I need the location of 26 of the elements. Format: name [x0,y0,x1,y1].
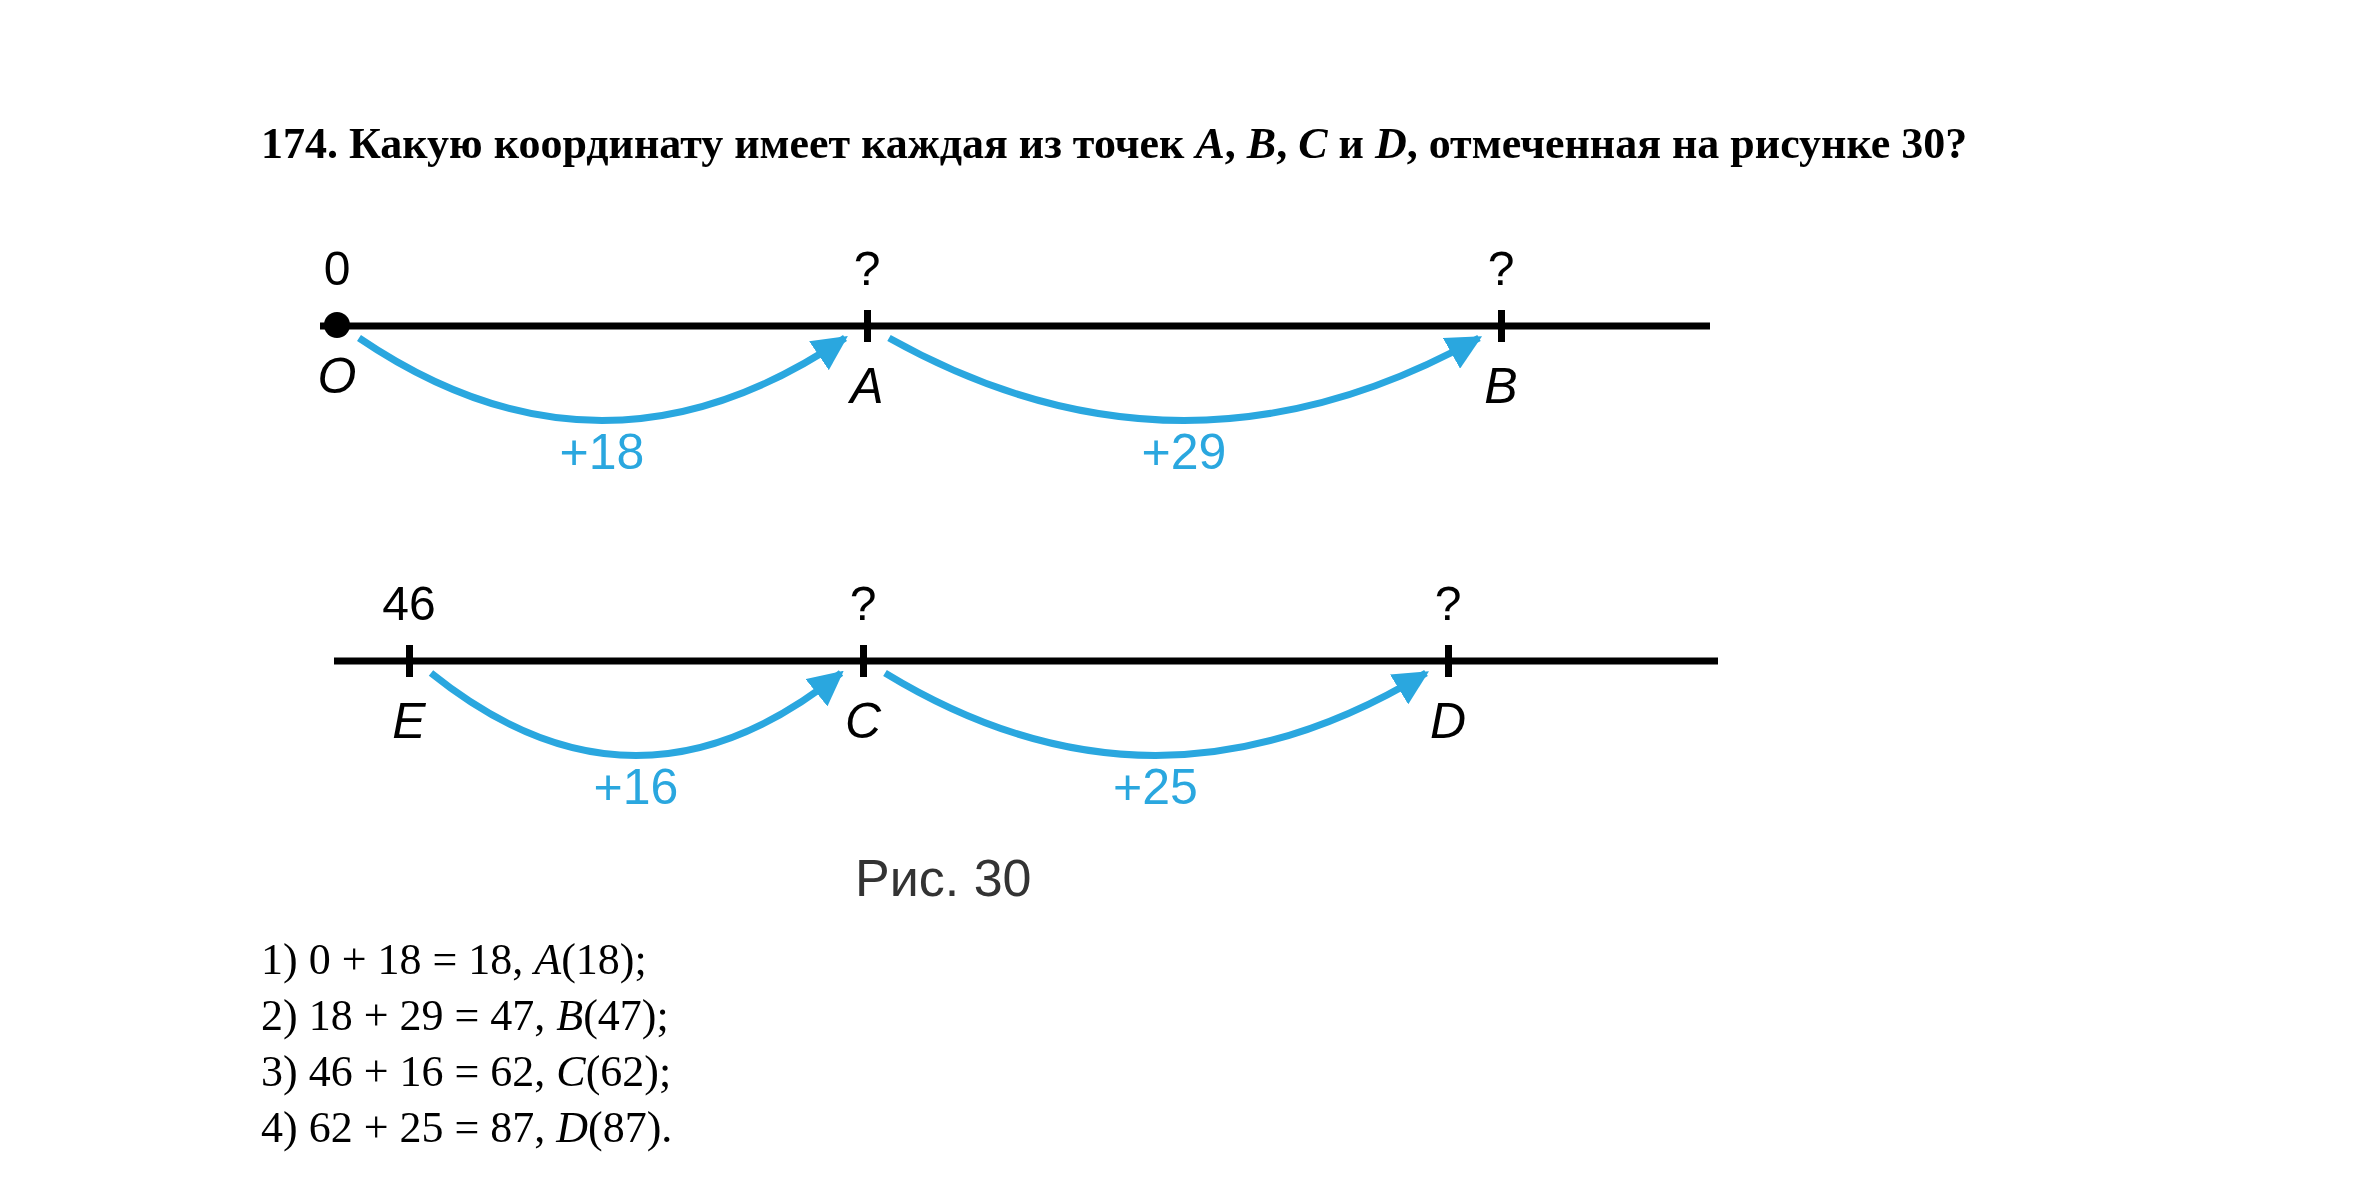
point-letter: B [1484,358,1518,414]
point-letter: O [317,348,357,404]
point-letter: C [844,693,882,749]
arc-arrow [357,335,848,424]
point-letter: E [392,693,426,749]
solution-line: 1) 0 + 18 = 18, A(18); [261,934,648,986]
coordinate-label: 0 [323,242,351,296]
edge-label: +25 [1113,759,1198,815]
problem-text: 174. Какую координату имеет каждая из точек A, B, C и D, отмеченная на рисунке 30? [261,118,1969,170]
solution-line: 4) 62 + 25 = 87, D(87). [261,1102,673,1154]
coordinate-label: ? [849,577,877,631]
solution-line: 3) 46 + 16 = 62, C(62); [261,1046,673,1098]
figure-caption: Рис. 30 [855,848,1032,908]
coordinate-label: ? [853,242,881,296]
edge-label: +18 [559,424,645,480]
arc-arrow [883,669,1430,759]
arc-arrow [428,670,844,759]
edge-label: +16 [593,759,679,815]
coordinate-label: 46 [382,577,436,631]
coordinate-label: ? [1434,577,1462,631]
point-letter: D [1429,693,1467,749]
point-letter: A [850,358,884,414]
edge-label: +29 [1141,424,1227,480]
solution-line: 2) 18 + 29 = 47, B(47); [261,990,670,1042]
arc-arrow [887,334,1483,424]
coordinate-label: ? [1487,242,1515,296]
